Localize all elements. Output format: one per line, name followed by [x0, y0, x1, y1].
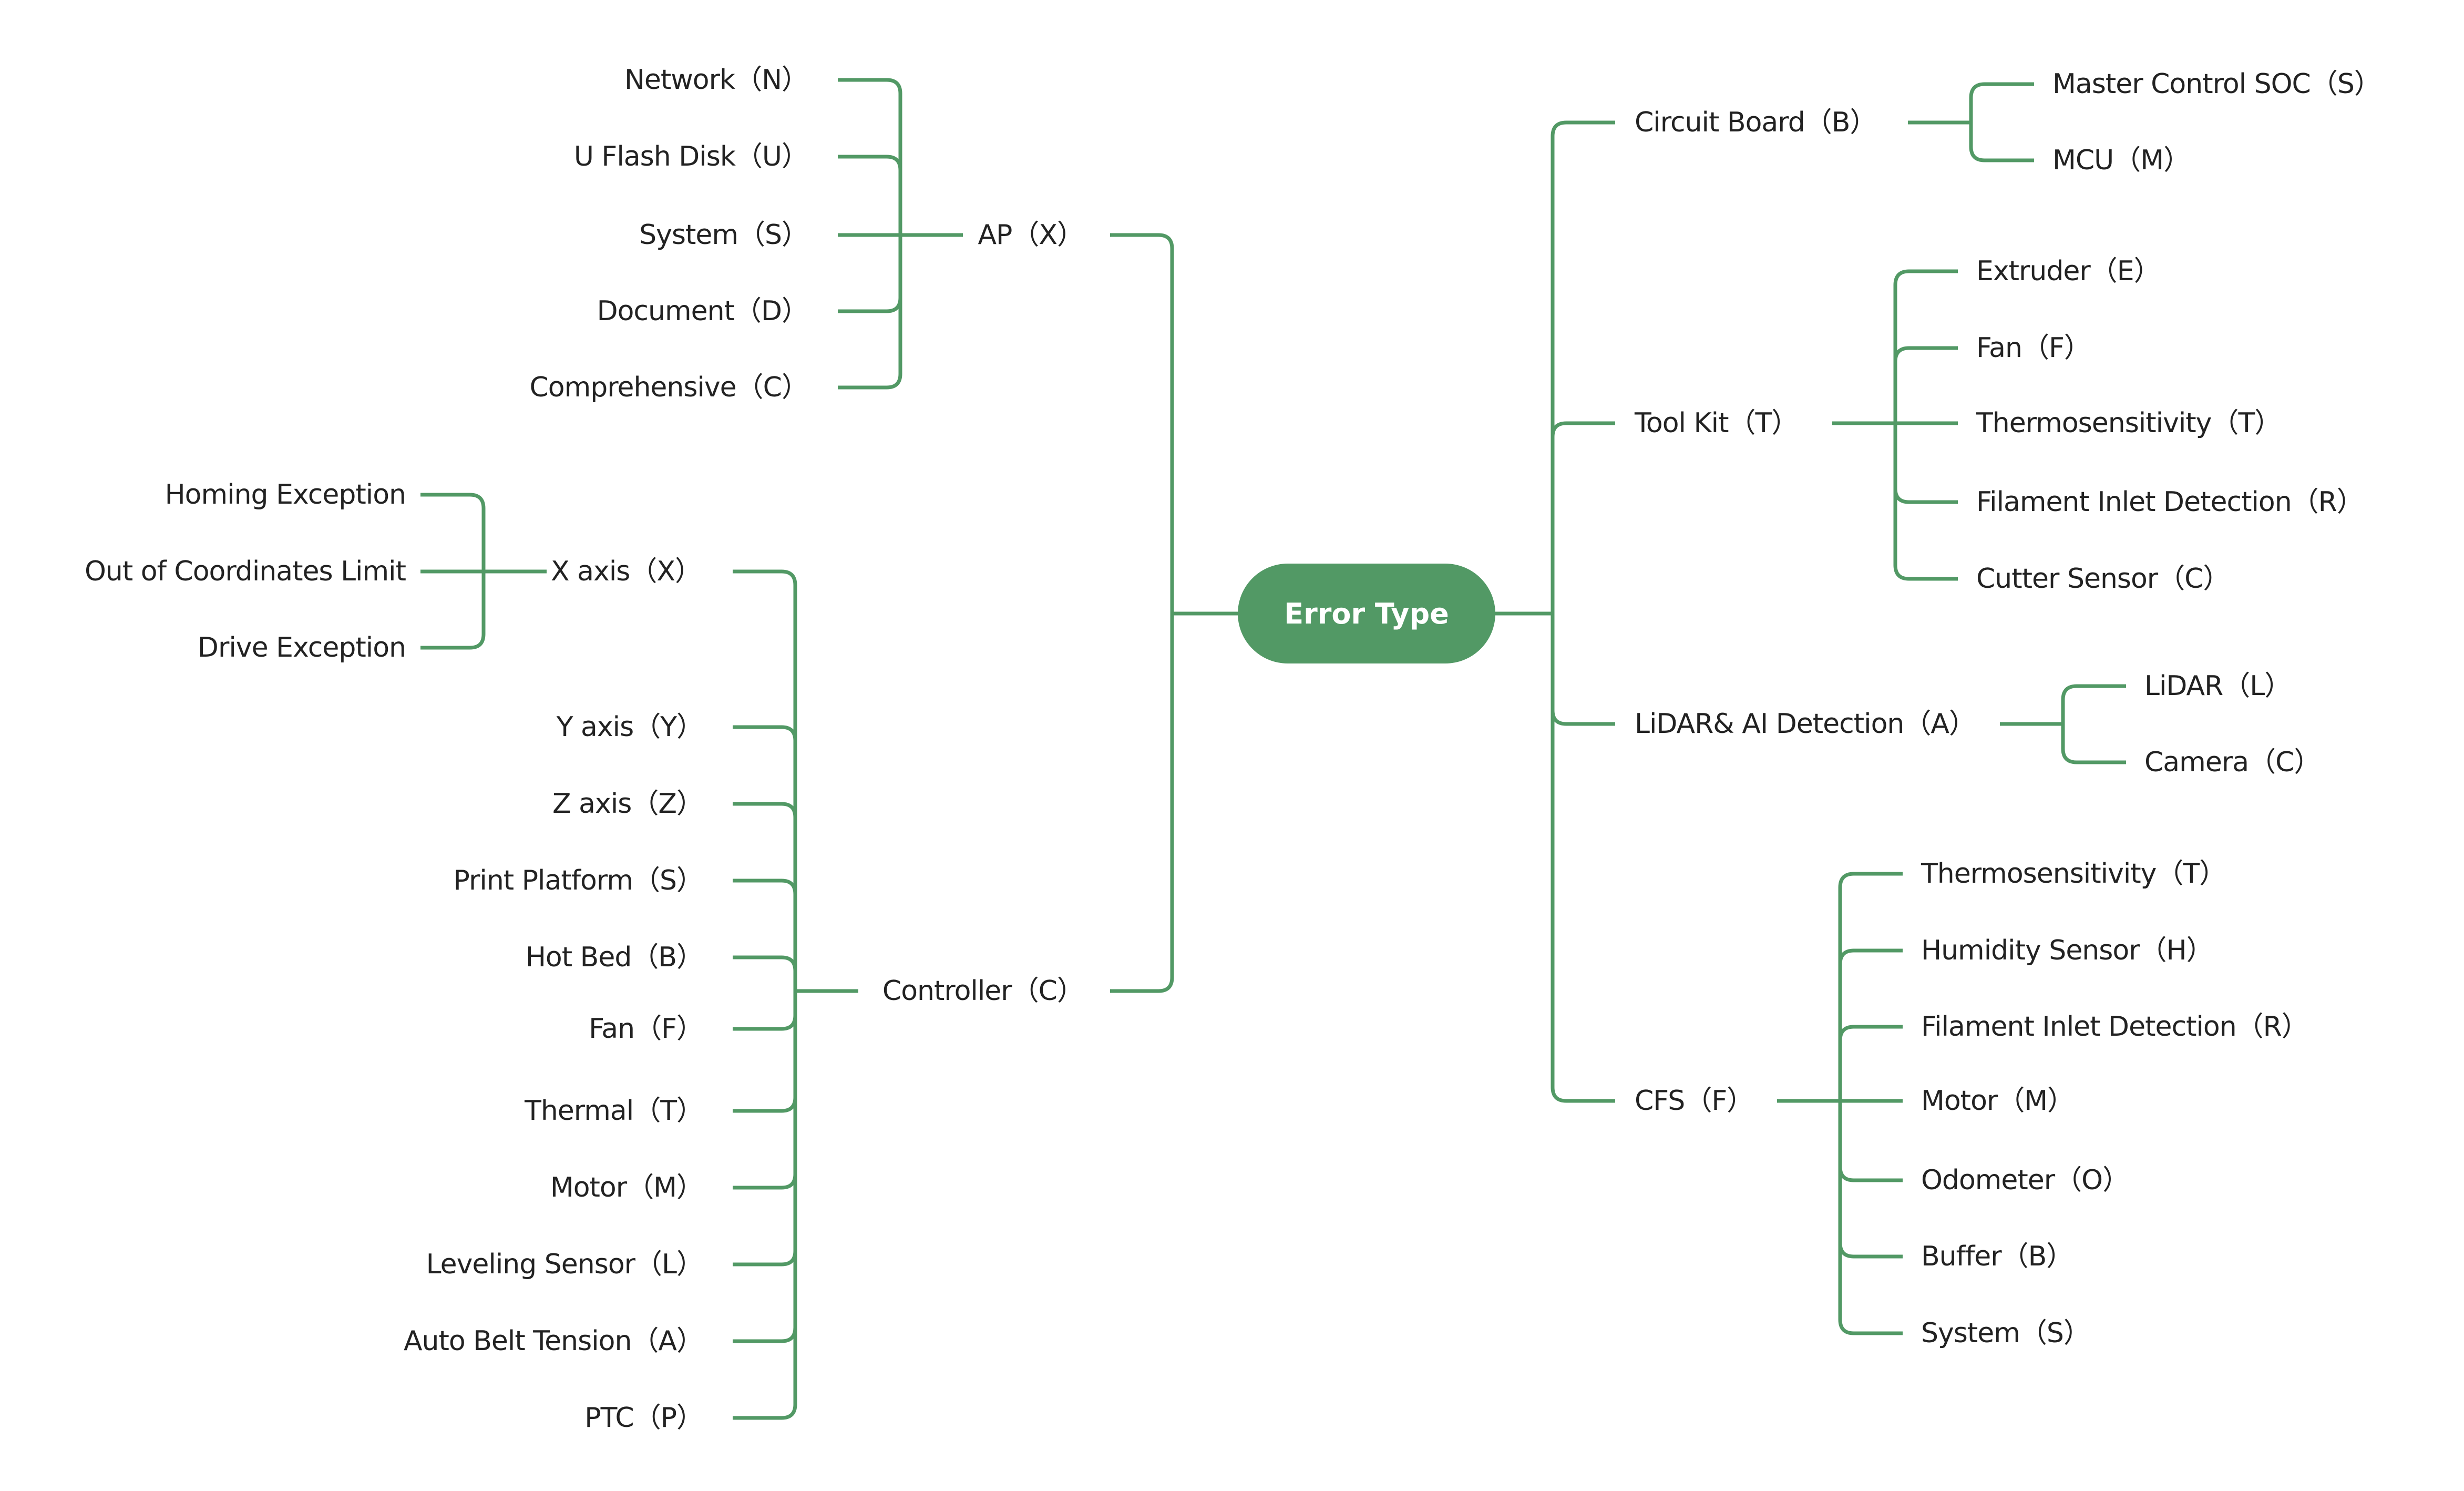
ap-connector-branch — [838, 78, 902, 235]
node-auto-belt-tension[interactable]: Auto Belt Tension（A） — [403, 1325, 704, 1357]
controller-connector-branch — [733, 991, 797, 1190]
node-lidar[interactable]: LiDAR（L） — [2144, 670, 2292, 702]
node-camera[interactable]: Camera（C） — [2144, 747, 2321, 778]
node-ptc[interactable]: PTC（P） — [584, 1402, 704, 1434]
node-tk-thermosensitivity[interactable]: Thermosensitivity（T） — [1976, 407, 2282, 439]
node-tool-kit[interactable]: Tool Kit（T） — [1635, 407, 1799, 439]
node-cfs-odometer[interactable]: Odometer（O） — [1921, 1165, 2130, 1196]
tool-kit-connector-branch — [1893, 423, 1958, 581]
node-cfs-thermosensitivity[interactable]: Thermosensitivity（T） — [1921, 858, 2226, 890]
tool-kit-connector-branch — [1893, 423, 1958, 504]
node-z-axis[interactable]: Z axis（Z） — [552, 788, 704, 820]
node-controller[interactable]: Controller（C） — [882, 975, 1084, 1007]
node-tk-fan[interactable]: Fan（F） — [1976, 332, 2091, 364]
node-ap[interactable]: AP（X） — [978, 219, 1084, 251]
circuit-board-connector-branch — [1969, 82, 2034, 122]
node-out-of-coordinates-limit[interactable]: Out of Coordinates Limit — [84, 556, 406, 587]
x-axis-connector-branch — [420, 493, 486, 571]
lidar-connector-branch — [2061, 684, 2126, 724]
controller-connector-branch — [733, 991, 797, 1113]
controller-connector-branch — [733, 991, 797, 1420]
x-axis-connector-branch — [420, 571, 486, 650]
cfs-connector-branch — [1838, 1101, 1903, 1182]
node-network[interactable]: Network（N） — [624, 64, 809, 96]
node-print-platform[interactable]: Print Platform（S） — [453, 865, 704, 896]
node-cfs-motor[interactable]: Motor（M） — [1921, 1085, 2075, 1117]
controller-connector-branch — [733, 991, 797, 1267]
node-y-axis[interactable]: Y axis（Y） — [556, 711, 704, 743]
node-cfs-buffer[interactable]: Buffer（B） — [1921, 1241, 2073, 1272]
trunk-left-branch — [1110, 233, 1174, 614]
node-cfs-filament-inlet-detection[interactable]: Filament Inlet Detection（R） — [1921, 1011, 2309, 1043]
trunk-right-branch — [1551, 421, 1615, 614]
node-system[interactable]: System（S） — [639, 219, 809, 251]
lidar-connector-branch — [2061, 724, 2126, 764]
node-x-axis[interactable]: X axis（X） — [551, 556, 702, 587]
trunk-right-branch — [1551, 614, 1615, 1103]
node-motor[interactable]: Motor（M） — [550, 1172, 704, 1203]
trunk-right-branch — [1551, 614, 1615, 726]
node-tk-extruder[interactable]: Extruder（E） — [1976, 256, 2161, 287]
node-homing-exception[interactable]: Homing Exception — [165, 479, 406, 510]
node-master-control-soc[interactable]: Master Control SOC（S） — [2052, 68, 2381, 100]
ap-connector-branch — [838, 235, 902, 313]
controller-connector-branch — [733, 569, 797, 991]
node-thermal[interactable]: Thermal（T） — [525, 1095, 704, 1127]
cfs-connector-branch — [1838, 948, 1903, 1101]
root-node-error-type[interactable]: Error Type — [1238, 564, 1495, 663]
tool-kit-connector-branch — [1893, 346, 1958, 423]
node-drive-exception[interactable]: Drive Exception — [197, 632, 406, 663]
ap-connector-branch — [838, 235, 902, 390]
controller-connector-branch — [733, 879, 797, 991]
circuit-board-connector-branch — [1969, 122, 2034, 162]
cfs-connector-branch — [1838, 872, 1903, 1101]
controller-connector-branch — [733, 725, 797, 991]
node-leveling-sensor[interactable]: Leveling Sensor（L） — [426, 1249, 704, 1280]
controller-connector-branch — [733, 955, 797, 991]
node-cfs[interactable]: CFS（F） — [1635, 1085, 1754, 1117]
node-document[interactable]: Document（D） — [597, 295, 809, 327]
cfs-connector-branch — [1838, 1101, 1903, 1335]
trunk-left-branch — [1110, 614, 1174, 993]
node-cfs-humidity-sensor[interactable]: Humidity Sensor（H） — [1921, 935, 2214, 966]
tool-kit-connector-branch — [1893, 269, 1958, 423]
node-tk-filament-inlet-detection[interactable]: Filament Inlet Detection（R） — [1976, 486, 2364, 518]
trunk-right-branch — [1551, 120, 1615, 614]
cfs-connector-branch — [1838, 1025, 1903, 1101]
ap-connector-branch — [838, 155, 902, 235]
node-tk-cutter-sensor[interactable]: Cutter Sensor（C） — [1976, 563, 2230, 595]
node-lidar-ai-detection[interactable]: LiDAR& AI Detection（A） — [1635, 708, 1976, 740]
node-cfs-system[interactable]: System（S） — [1921, 1318, 2091, 1349]
node-fan[interactable]: Fan（F） — [589, 1013, 704, 1045]
node-comprehensive[interactable]: Comprehensive（C） — [529, 372, 809, 403]
controller-connector-branch — [733, 991, 797, 1031]
node-circuit-board[interactable]: Circuit Board（B） — [1635, 107, 1877, 138]
controller-connector-branch — [733, 991, 797, 1343]
node-mcu[interactable]: MCU（M） — [2052, 145, 2191, 176]
node-u-flash-disk[interactable]: U Flash Disk（U） — [573, 141, 809, 172]
controller-connector-branch — [733, 802, 797, 991]
node-hot-bed[interactable]: Hot Bed（B） — [525, 942, 704, 973]
